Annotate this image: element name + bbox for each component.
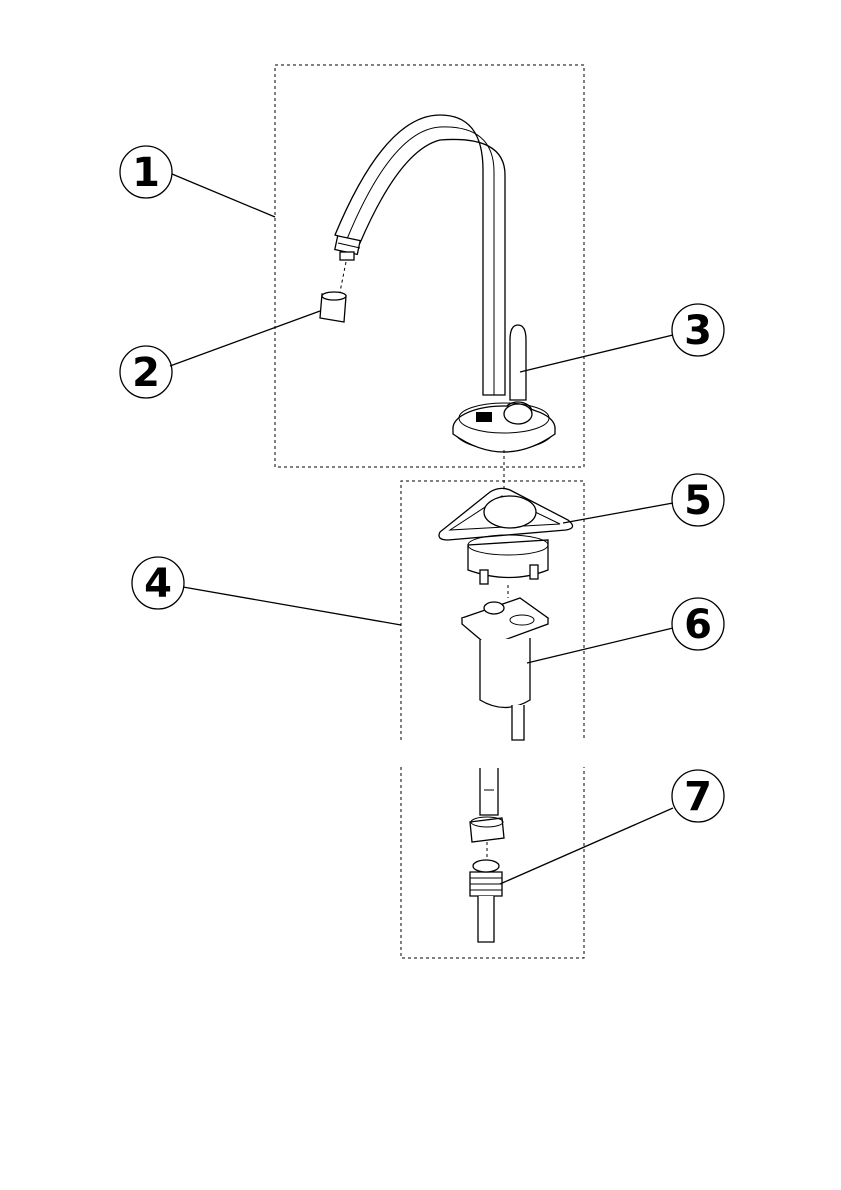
compression-fitting-part	[469, 816, 505, 943]
gasket-part	[438, 487, 574, 541]
spout-part	[334, 114, 506, 396]
callout-6-label: 6	[684, 602, 712, 648]
mounting-hardware-part	[467, 534, 549, 598]
leader-line-3	[519, 334, 674, 373]
callout-7-label: 7	[684, 774, 712, 820]
callout-6: 6	[671, 597, 725, 651]
callout-1-label: 1	[132, 150, 160, 196]
faucet-group-boundary	[274, 64, 585, 468]
callout-1: 1	[119, 145, 173, 199]
callout-5: 5	[671, 473, 725, 527]
callout-2: 2	[119, 345, 173, 399]
supply-tube-part	[479, 768, 499, 816]
mounting-group-boundary	[400, 480, 585, 740]
leader-line-1	[171, 173, 276, 218]
callout-5-label: 5	[684, 478, 712, 524]
callout-2-label: 2	[132, 350, 160, 396]
callout-3: 3	[671, 303, 725, 357]
callout-7: 7	[671, 769, 725, 823]
leader-line-5	[562, 502, 674, 524]
callout-3-label: 3	[684, 308, 712, 354]
callout-4: 4	[131, 556, 185, 610]
leader-line-7	[499, 807, 674, 885]
aerator-part	[319, 291, 347, 323]
connector-group-boundary	[400, 767, 585, 959]
leader-line-4	[182, 586, 402, 626]
callout-4-label: 4	[144, 561, 172, 607]
leader-line-2	[169, 310, 321, 367]
leader-line-6	[526, 627, 674, 664]
faucet-base-part	[452, 402, 556, 490]
shank-body-part	[460, 597, 550, 741]
